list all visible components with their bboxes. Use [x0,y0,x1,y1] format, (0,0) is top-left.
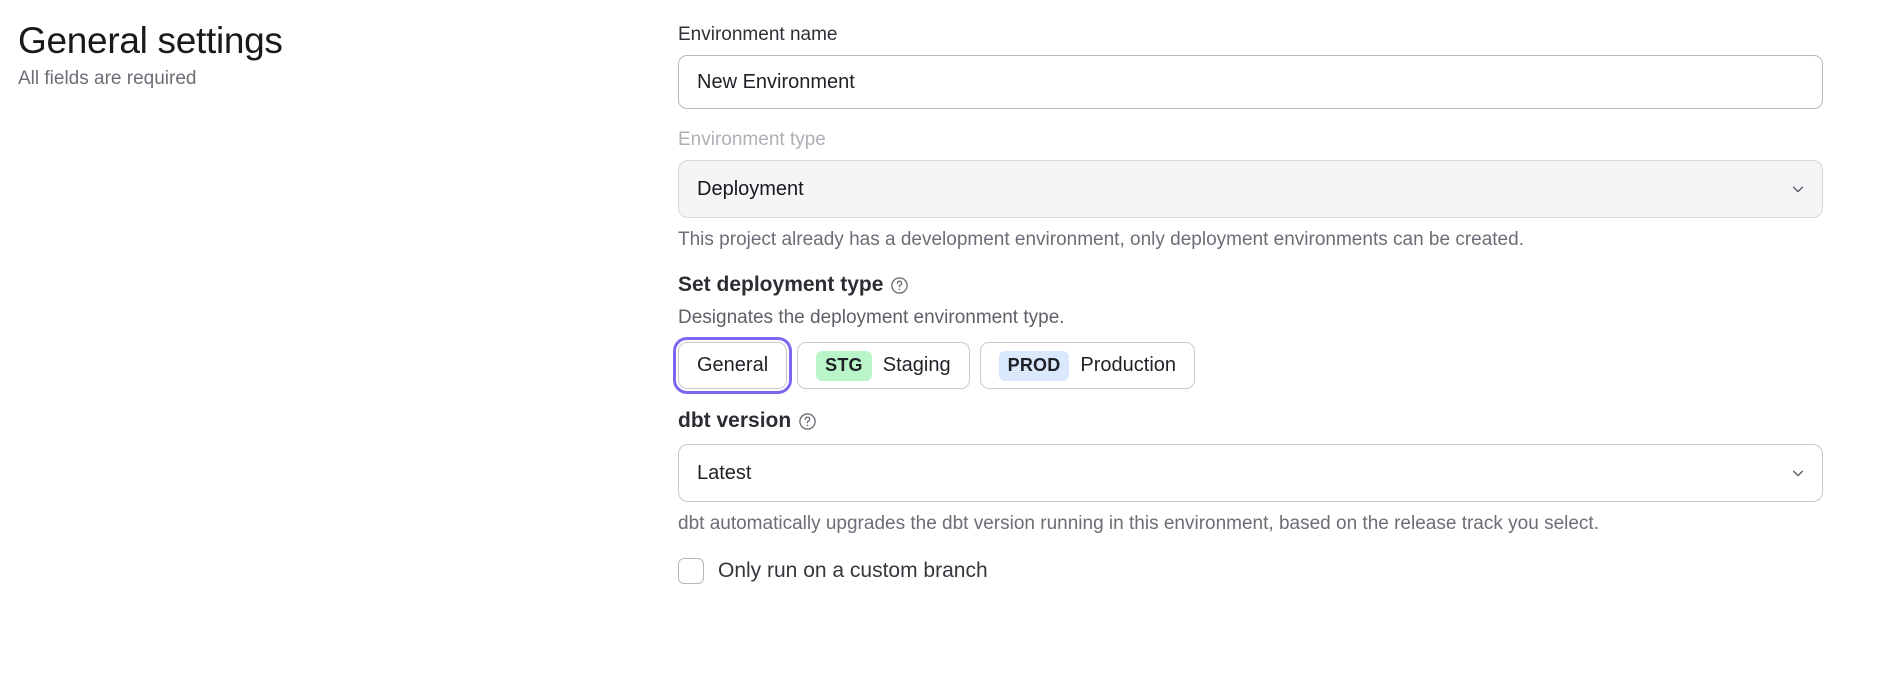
environment-type-label: Environment type [678,129,826,150]
deployment-type-options: General STG Staging PROD Production [672,337,1823,394]
page-subtitle: All fields are required [18,68,197,89]
environment-name-input[interactable] [678,55,1823,109]
help-circle-icon[interactable] [890,276,909,295]
option-label-staging: Staging [882,354,951,376]
settings-header-column: General settings All fields are required [0,0,678,92]
custom-branch-label[interactable]: Only run on a custom branch [718,559,988,582]
custom-branch-checkbox[interactable] [678,558,704,584]
deployment-type-option-general[interactable]: General [672,337,793,394]
option-label-general: General [697,354,769,376]
environment-name-field: Environment name [678,22,1823,109]
environment-type-note: This project already has a development e… [678,229,1524,250]
deployment-type-option-production[interactable]: PROD Production [979,342,1196,389]
deployment-type-option-staging[interactable]: STG Staging [797,342,970,389]
deployment-type-heading: Set deployment type [678,273,884,296]
dbt-version-heading-row: dbt version [678,407,1823,435]
custom-branch-row: Only run on a custom branch [678,557,1823,585]
deployment-type-heading-row: Set deployment type [678,271,1823,299]
option-label-production: Production [1080,354,1177,376]
help-circle-icon[interactable] [798,412,817,431]
dbt-version-select-wrap: Latest [678,444,1823,502]
environment-type-select: Deployment [678,160,1823,218]
deployment-type-description: Designates the deployment environment ty… [678,307,1065,328]
staging-badge: STG [816,350,872,381]
environment-name-label: Environment name [678,24,838,45]
dbt-version-select[interactable]: Latest [678,444,1823,502]
page-title: General settings [18,20,283,61]
production-badge: PROD [998,350,1070,381]
dbt-version-heading: dbt version [678,409,792,432]
dbt-version-note: dbt automatically upgrades the dbt versi… [678,513,1599,534]
environment-type-field: Environment type Deployment This project… [678,127,1823,253]
dbt-version-section: dbt version Latest dbt automatically upg… [678,407,1823,537]
environment-type-select-wrap: Deployment [678,160,1823,218]
settings-form-column: Environment name Environment type Deploy… [672,0,1858,585]
deployment-type-section: Set deployment type Designates the deplo… [672,271,1823,394]
